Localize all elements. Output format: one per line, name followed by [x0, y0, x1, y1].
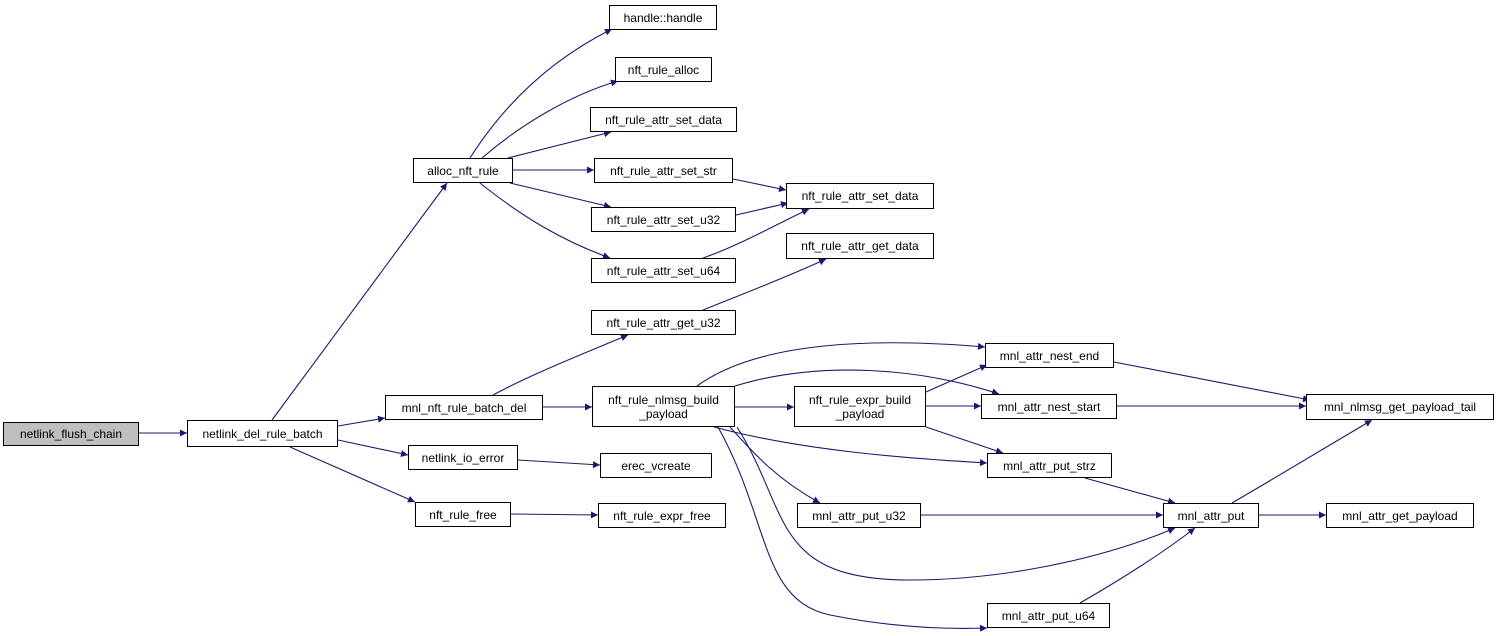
node-mnl-attr-put-u64[interactable]: mnl_attr_put_u64: [987, 603, 1110, 628]
edge-batch-del-to-get-u32: [492, 334, 629, 396]
node-nft-rule-alloc[interactable]: nft_rule_alloc: [615, 57, 712, 82]
edge-nlmsg-build-to-put-strz: [713, 426, 988, 467]
node-mnl-attr-get-payload[interactable]: mnl_attr_get_payload: [1326, 503, 1474, 528]
node-alloc-nft-rule[interactable]: alloc_nft_rule: [413, 158, 513, 183]
edge-alloc-nft-rule-to-set-u64: [479, 182, 611, 259]
edge-set-str-to-set-data-2: [732, 178, 787, 193]
edge-del-rule-batch-to-alloc-nft-rule: [271, 182, 448, 421]
edge-put-strz-to-mnl-attr-put: [1084, 477, 1176, 505]
edge-set-u32-to-set-data-2: [735, 201, 789, 216]
node-handle-handle[interactable]: handle::handle: [609, 5, 717, 30]
edge-get-u32-to-get-data: [702, 258, 827, 311]
edge-del-rule-batch-to-mnl-nft-rule-batch-del: [337, 415, 386, 427]
edge-alloc-nft-rule-to-set-u32: [509, 182, 612, 209]
edge-expr-build-to-put-strz: [925, 426, 1004, 455]
node-nft-rule-attr-set-u32[interactable]: nft_rule_attr_set_u32: [591, 207, 736, 232]
edge-mnl-attr-put-to-payload-tail: [1231, 419, 1373, 504]
node-mnl-attr-nest-end[interactable]: mnl_attr_nest_end: [985, 343, 1114, 368]
node-mnl-nft-rule-batch-del[interactable]: mnl_nft_rule_batch_del: [385, 395, 543, 420]
node-nft-rule-attr-set-data-2[interactable]: nft_rule_attr_set_data: [786, 183, 934, 209]
edge-put-u64-to-mnl-attr-put: [1079, 527, 1196, 604]
edge-set-u64-to-set-data-2: [702, 208, 810, 259]
node-mnl-attr-put-u32[interactable]: mnl_attr_put_u32: [797, 503, 921, 528]
node-erec-vcreate[interactable]: erec_vcreate: [600, 453, 712, 478]
edge-nlmsg-build-to-put-u64: [717, 426, 988, 632]
edge-nlmsg-build-to-nest-end: [696, 342, 986, 387]
node-netlink-flush-chain: netlink_flush_chain: [3, 422, 139, 446]
node-nft-rule-attr-set-str[interactable]: nft_rule_attr_set_str: [594, 158, 733, 183]
edge-alloc-nft-rule-to-nft-rule-alloc: [481, 79, 619, 159]
edge-nlmsg-build-to-mnl-attr-put: [736, 426, 1176, 581]
node-netlink-del-rule-batch[interactable]: netlink_del_rule_batch: [187, 420, 338, 447]
node-mnl-attr-put[interactable]: mnl_attr_put: [1163, 503, 1259, 528]
node-nft-rule-attr-set-data-1[interactable]: nft_rule_attr_set_data: [590, 107, 737, 132]
node-mnl-attr-nest-start[interactable]: mnl_attr_nest_start: [981, 394, 1117, 419]
node-mnl-attr-put-strz[interactable]: mnl_attr_put_strz: [987, 453, 1112, 478]
node-nft-rule-attr-get-data[interactable]: nft_rule_attr_get_data: [786, 233, 934, 259]
edge-io-error-to-erec-vcreate: [517, 459, 601, 469]
edge-expr-build-to-nest-end: [925, 364, 988, 393]
node-nft-rule-nlmsg-build-payload[interactable]: nft_rule_nlmsg_build _payload: [592, 386, 735, 427]
edge-del-rule-batch-to-nft-rule-free: [289, 446, 416, 503]
edge-del-rule-batch-to-netlink-io-error: [337, 439, 409, 457]
node-nft-rule-expr-free[interactable]: nft_rule_expr_free: [598, 503, 726, 528]
edge-nest-end-to-payload-tail: [1113, 361, 1311, 403]
edge-alloc-nft-rule-to-handle-handle: [469, 28, 613, 159]
edge-nft-rule-free-to-expr-free: [510, 511, 599, 519]
node-nft-rule-attr-set-u64[interactable]: nft_rule_attr_set_u64: [591, 258, 736, 283]
node-nft-rule-free[interactable]: nft_rule_free: [415, 502, 511, 527]
edge-alloc-nft-rule-to-set-data-1: [507, 130, 612, 159]
edge-nlmsg-build-to-put-u32: [729, 426, 821, 504]
edge-nlmsg-build-to-nest-start: [734, 369, 1000, 396]
node-nft-rule-expr-build-payload[interactable]: nft_rule_expr_build _payload: [794, 386, 926, 427]
node-nft-rule-attr-get-u32[interactable]: nft_rule_attr_get_u32: [591, 310, 736, 335]
node-netlink-io-error[interactable]: netlink_io_error: [408, 445, 518, 470]
node-mnl-nlmsg-get-payload-tail[interactable]: mnl_nlmsg_get_payload_tail: [1306, 394, 1494, 420]
